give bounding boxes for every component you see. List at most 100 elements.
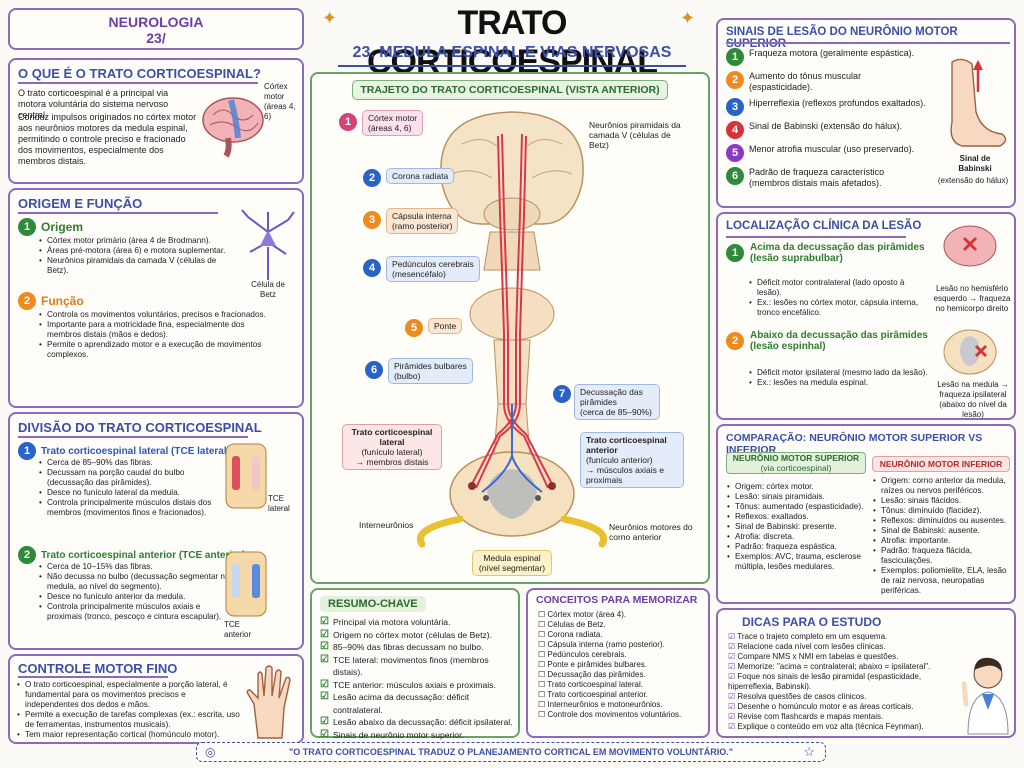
pyramids-sub: (bulbo) bbox=[394, 371, 421, 381]
subtitle-underline bbox=[338, 65, 686, 67]
internal-capsule-sub: (ramo posterior) bbox=[392, 221, 453, 231]
motor-text: Neurônios motores do corno anterior bbox=[609, 522, 693, 542]
pathway-title: TRAJETO DO TRATO CORTICOESPINAL (VISTA A… bbox=[352, 80, 668, 100]
sign-text: Sinal de Babinski (extensão do hálux). bbox=[749, 121, 903, 131]
babinski-sub: (extensão do hálux) bbox=[937, 176, 1009, 185]
origin-heading: Origem bbox=[41, 220, 84, 234]
fine-item: Tem maior representação cortical (homúnc… bbox=[16, 730, 240, 740]
hand-icon bbox=[246, 665, 291, 739]
function-item: Importante para a motricidade fina, espe… bbox=[38, 320, 268, 340]
tip-item: ☑ Memorize: "acima = contralateral; abai… bbox=[728, 662, 931, 671]
umn-item: Reflexos: exaltados. bbox=[726, 512, 868, 522]
internal-capsule bbox=[483, 197, 541, 231]
peduncles-sub: (mesencéfalo) bbox=[392, 269, 446, 279]
loc-item: Ex.: lesões na medula espinal. bbox=[748, 378, 928, 388]
num-7: 7 bbox=[553, 385, 571, 403]
ant-target: → músculos axiais e proximais bbox=[586, 465, 664, 485]
decussation-text: Decussação das pirâmides bbox=[580, 387, 643, 407]
tip-item: ☑ Compare NMS x NMI em tabelas e questõe… bbox=[728, 652, 899, 661]
lateral-item: Cerca de 85–90% das fibras. bbox=[38, 458, 218, 468]
tips-title: DICAS PARA O ESTUDO bbox=[742, 615, 882, 629]
page-subtitle: 23. MEDULA ESPINAL E VIAS NERVOSAS bbox=[352, 44, 672, 61]
loc-caption-2: Lesão na medula → fraqueza ipsilateral (… bbox=[937, 380, 1009, 419]
label-peduncles: 4 Pedúnculos cerebrais(mesencéfalo) bbox=[363, 256, 480, 282]
memo-item: ☐ Interneurônios e motoneurônios. bbox=[538, 700, 663, 709]
label-pons: 5 Ponte bbox=[405, 318, 463, 337]
inter-text: Interneurônios bbox=[359, 520, 414, 530]
lateral-figure-label: TCE lateral bbox=[268, 494, 290, 513]
lateral-item: Desce no funículo lateral da medula. bbox=[38, 488, 218, 498]
sparkle-right-icon: ✦ bbox=[680, 8, 696, 28]
betz-cell-label: Célula de Betz bbox=[251, 280, 285, 299]
summary-item: ☑TCE lateral: movimentos finos (membros … bbox=[320, 653, 489, 678]
quote-text: "O TRATO CORTICOESPINAL TRADUZ O PLANEJA… bbox=[288, 747, 734, 757]
memo-item: ☐ Cápsula interna (ramo posterior). bbox=[538, 640, 665, 649]
summary-item: ☑Sinais de neurônio motor superior. bbox=[320, 728, 464, 740]
memorize-title: CONCEITOS PARA MEMORIZAR bbox=[536, 594, 698, 606]
lat-sub: (funículo lateral) bbox=[361, 447, 423, 457]
what-is-p1: O trato corticoespinal é a principal via… bbox=[18, 88, 169, 120]
function-item: Permite o aprendizado motor e a execução… bbox=[38, 340, 268, 360]
lateral-number: 1 bbox=[18, 442, 36, 460]
decussation-sub: (cerca de 85–90%) bbox=[580, 407, 652, 417]
peduncles-text: Pedúnculos cerebrais bbox=[392, 259, 474, 269]
loc-number-2: 2 bbox=[726, 332, 744, 350]
cord-sub: (nível segmentar) bbox=[478, 563, 546, 573]
umn-item: Origem: córtex motor. bbox=[726, 482, 868, 492]
corona-radiata-text: Corona radiata bbox=[392, 171, 449, 181]
ant-sub: (funículo anterior) bbox=[586, 455, 653, 465]
midbrain bbox=[483, 231, 541, 271]
function-number: 2 bbox=[18, 292, 36, 310]
label-lateral-tract: Trato corticoespinal lateral(funículo la… bbox=[342, 424, 442, 470]
tip-item: ☑ Relacione cada nível com lesões clínic… bbox=[728, 642, 886, 651]
umn-item: Exemplos: AVC, trauma, esclerose múltipl… bbox=[726, 552, 868, 572]
lateral-item: Decussam na porção caudal do bulbo (decu… bbox=[38, 468, 218, 488]
num-6: 6 bbox=[365, 361, 383, 379]
cord-text: Medula espinal bbox=[483, 553, 541, 563]
lateral-tract-figure bbox=[225, 443, 267, 509]
summary-panel: RESUMO-CHAVE ☑Principal via motora volun… bbox=[310, 588, 520, 740]
brain-label: Córtex motor bbox=[264, 82, 288, 101]
brain-small-icon: ◎ bbox=[205, 745, 216, 759]
num-2: 2 bbox=[363, 169, 381, 187]
pathway-panel: TRAJETO DO TRATO CORTICOESPINAL (VISTA A… bbox=[310, 72, 710, 584]
lmn-item: Lesão: sinais flácidos. bbox=[872, 496, 1012, 506]
umn-item: Padrão: fraqueza espástica. bbox=[726, 542, 868, 552]
lat-text: Trato corticoespinal lateral bbox=[351, 427, 433, 447]
memo-item: ☐ Pedúnculos cerebrais. bbox=[538, 650, 627, 659]
location-panel: LOCALIZAÇÃO CLÍNICA DA LESÃO 1 Acima da … bbox=[716, 212, 1016, 420]
loc-heading-2: Abaixo da decussação das pirâmides (lesã… bbox=[750, 330, 928, 352]
foot-icon bbox=[950, 58, 1007, 147]
function-heading: Função bbox=[41, 294, 84, 308]
signs-title: SINAIS DE LESÃO DO NEURÔNIO MOTOR SUPERI… bbox=[726, 26, 958, 50]
sign-text: Aumento do tônus muscular (espasticidade… bbox=[749, 71, 862, 92]
pons bbox=[469, 287, 555, 341]
lmn-item: Padrão: fraqueza flácida, fasciculações. bbox=[872, 546, 1012, 566]
doctor-icon bbox=[962, 657, 1009, 735]
summary-item: ☑Lesão abaixo da decussação: déficit ips… bbox=[320, 716, 513, 727]
sign-number: 4 bbox=[726, 121, 744, 139]
memo-item: ☐ Trato corticoespinal lateral. bbox=[538, 680, 643, 689]
anterior-figure-label: TCE anterior bbox=[224, 620, 252, 639]
fine-item: Permite a execução de tarefas complexas … bbox=[16, 710, 240, 730]
babinski-label: Sinal de Babinski bbox=[958, 154, 992, 173]
tip-item: ☑ Foque nos sinais de lesão piramidal (e… bbox=[728, 672, 922, 691]
tip-item: ☑ Resolva questões de casos clínicos. bbox=[728, 692, 867, 701]
memo-item: ☐ Corona radiata. bbox=[538, 630, 603, 639]
badge-line-2: 23/ bbox=[146, 30, 166, 46]
internal-capsule-text: Cápsula interna bbox=[392, 211, 452, 221]
page-title: TRATO CORTICOESPINAL bbox=[366, 4, 658, 81]
cord-lesion-icon bbox=[943, 329, 997, 375]
umn-item: Atrofia: discreta. bbox=[726, 532, 868, 542]
loc-caption-1: Lesão no hemisfério esquerdo → fraqueza … bbox=[933, 284, 1011, 313]
lmn-item: Origem: corno anterior da medula, raízes… bbox=[872, 476, 1012, 496]
origin-title: ORIGEM E FUNÇÃO bbox=[18, 196, 143, 211]
sign-number: 1 bbox=[726, 48, 744, 66]
label-decussation: 7 Decussação das pirâmides(cerca de 85–9… bbox=[553, 384, 660, 420]
summary-item: ☑Lesão acima da decussação: déficit cont… bbox=[320, 691, 470, 715]
what-is-p2: Conduz impulsos originados no córtex mot… bbox=[18, 112, 197, 166]
